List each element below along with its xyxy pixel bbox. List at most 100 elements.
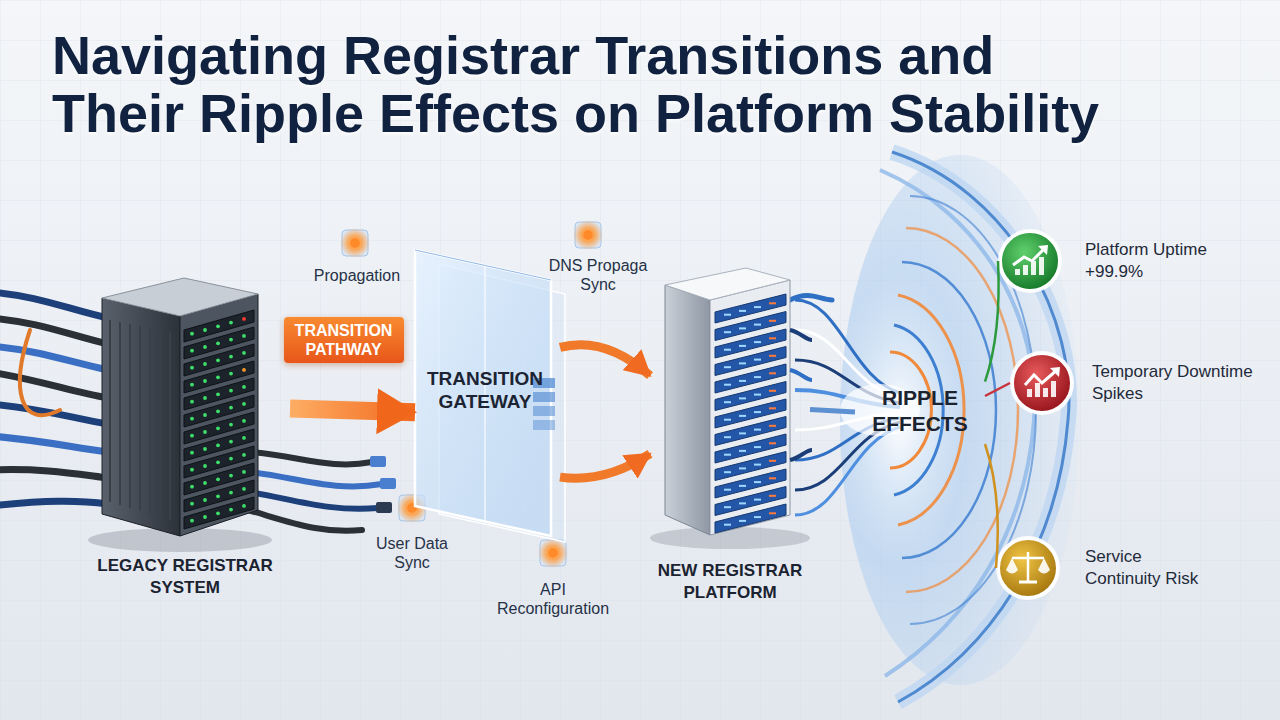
legacy-server-shape — [190, 502, 194, 506]
legacy-server-shape — [190, 366, 194, 370]
legacy-server-shape — [190, 349, 194, 353]
status-icon-shape — [1025, 370, 1057, 385]
legacy-server-shape — [119, 322, 121, 505]
legacy-server-shape — [139, 326, 141, 511]
new-server-shape — [724, 401, 731, 403]
legacy-server-shape — [129, 324, 131, 508]
new-server-shape — [724, 489, 731, 491]
ripple-illustration — [906, 228, 1018, 592]
network-cables — [20, 330, 60, 415]
new-server-shape — [754, 464, 761, 466]
new-server-shape — [769, 407, 776, 409]
new-server-shape — [769, 460, 776, 462]
legacy-server-shape — [216, 324, 220, 328]
legacy-server-shape — [80, 270, 290, 600]
legacy-server-shape — [229, 406, 233, 410]
callout-label: User Data Sync — [374, 534, 450, 572]
status-icon-shape — [1038, 558, 1050, 574]
status-icon-shape — [1019, 581, 1037, 584]
glow-icons — [583, 230, 593, 240]
new-server-shape — [754, 341, 761, 343]
transition-gateway-shape — [533, 420, 555, 430]
legacy-server-shape — [190, 332, 194, 336]
new-server-shape — [724, 419, 731, 421]
legacy-server-shape — [190, 468, 194, 472]
glow-icons — [538, 538, 568, 568]
legacy-server-shape — [229, 474, 233, 478]
legacy-server-shape — [229, 491, 233, 495]
new-server-shape — [769, 372, 776, 374]
legacy-server-shape — [109, 320, 111, 502]
network-cables — [248, 510, 362, 531]
status-icon-shape — [1038, 245, 1048, 255]
status-icon-shape — [1051, 381, 1056, 397]
legacy-server-shape — [216, 409, 220, 413]
status-icon-shape — [1010, 350, 1272, 416]
new-server-shape — [739, 362, 746, 364]
legacy-server-shape — [242, 368, 246, 372]
new-server-shape — [724, 366, 731, 368]
glow-icons — [340, 228, 370, 258]
node-label: TRANSITION GATEWAY — [417, 367, 553, 413]
legacy-server-shape — [242, 436, 246, 440]
new-server-shape — [754, 376, 761, 378]
legacy-server-shape — [190, 417, 194, 421]
new-server-shape — [769, 390, 776, 392]
status-icon-shape — [1023, 265, 1028, 275]
new-server-shape — [754, 359, 761, 361]
legacy-server-shape — [203, 430, 207, 434]
status-icon-shape — [998, 228, 1270, 294]
new-server: NEW REGISTRAR PLATFORM — [650, 260, 810, 600]
glow-icons — [350, 238, 360, 248]
new-server-shape — [724, 384, 731, 386]
legacy-server-shape — [242, 504, 246, 508]
legacy-server-shape — [190, 485, 194, 489]
network-cables — [0, 501, 108, 506]
network-cables — [250, 492, 378, 509]
transition-gateway-shape — [415, 250, 551, 280]
new-server-shape — [724, 331, 731, 333]
status-icon-shape — [1010, 351, 1074, 415]
new-server-shape — [769, 495, 776, 497]
legacy-server-shape — [203, 328, 207, 332]
legacy-server-shape — [169, 332, 171, 520]
legacy-server-shape — [190, 383, 194, 387]
sync-arrow — [560, 345, 650, 376]
network-cables — [380, 478, 396, 489]
new-server-shape — [724, 524, 731, 526]
new-server-shape — [739, 415, 746, 417]
status-icon-shape — [1035, 383, 1040, 397]
status-icon-shape — [1012, 557, 1044, 560]
new-server-shape — [790, 330, 812, 340]
legacy-server-shape — [203, 481, 207, 485]
legacy-server-shape — [242, 487, 246, 491]
new-server-shape — [769, 302, 776, 304]
status-icon-shape — [1001, 232, 1059, 290]
new-server-shape — [754, 516, 761, 518]
new-server-shape — [754, 481, 761, 483]
legacy-server-shape — [159, 330, 161, 517]
status-icon: Service Continuity Risk — [996, 535, 1268, 601]
new-server-shape — [739, 380, 746, 382]
status-icon-shape — [999, 539, 1057, 597]
legacy-server-shape — [203, 498, 207, 502]
legacy-server-shape — [203, 515, 207, 519]
new-server-shape — [739, 327, 746, 329]
legacy-server-shape — [229, 508, 233, 512]
new-server-shape — [724, 349, 731, 351]
new-server-shape — [769, 477, 776, 479]
legacy-server-shape — [203, 362, 207, 366]
transition-gateway-shape — [533, 392, 555, 402]
status-icon-shape — [1031, 261, 1036, 275]
legacy-server-shape — [203, 464, 207, 468]
legacy-server-shape — [242, 351, 246, 355]
new-server-shape — [739, 397, 746, 399]
new-server-shape — [754, 429, 761, 431]
new-server-shape — [724, 506, 731, 508]
new-server-shape — [650, 260, 810, 600]
legacy-server: LEGACY REGISTRAR SYSTEM — [80, 270, 290, 600]
ripple-feed — [810, 410, 855, 412]
legacy-server-shape — [242, 470, 246, 474]
